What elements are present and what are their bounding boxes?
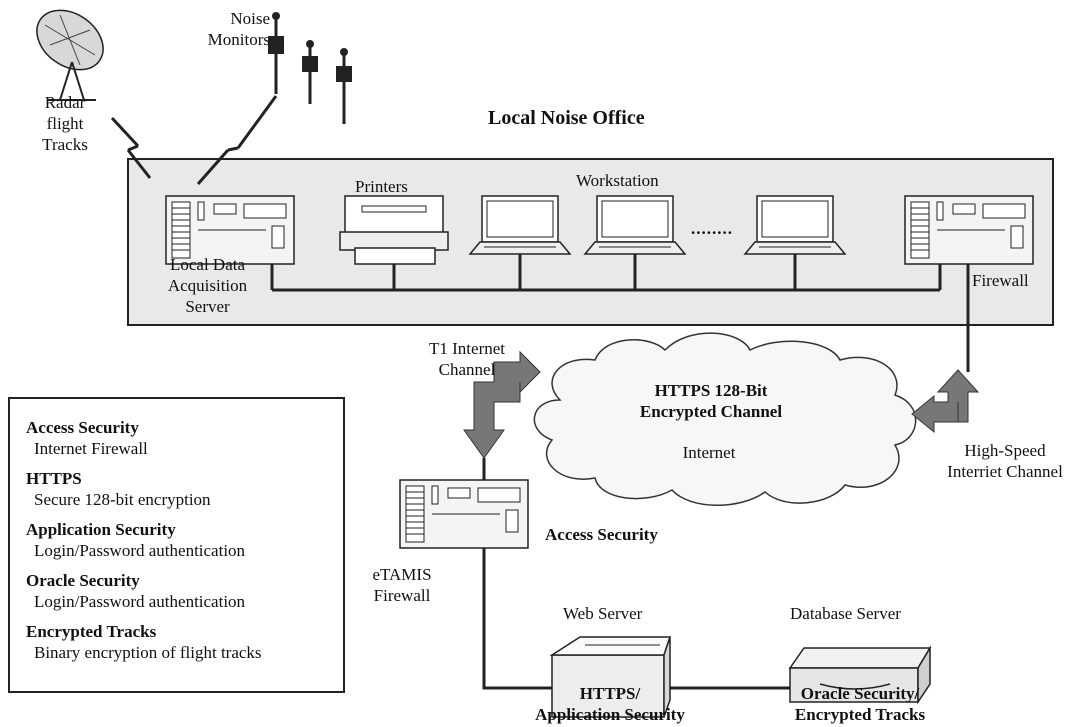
internet-label: Internet bbox=[682, 443, 736, 462]
legend-heading: HTTPS bbox=[26, 469, 82, 488]
noise-monitors-label: Noise Monitors bbox=[207, 9, 270, 49]
noise-monitor-icon bbox=[268, 12, 284, 94]
printers-label: Printers bbox=[355, 177, 408, 196]
legend-detail: Secure 128-bit encryption bbox=[34, 490, 211, 509]
workstation-laptop-icon bbox=[469, 195, 571, 255]
legend-detail: Login/Password authentication bbox=[34, 592, 246, 611]
legend-heading: Access Security bbox=[26, 418, 139, 437]
t1-channel-arrow-icon bbox=[463, 350, 541, 459]
legend-entry: Access Security Internet Firewall bbox=[26, 417, 343, 459]
printer-icon bbox=[339, 195, 449, 265]
web-server-label: Web Server bbox=[563, 604, 643, 623]
t1-channel-label: T1 Internet Channel bbox=[429, 339, 505, 379]
cloud-title: HTTPS 128-Bit Encrypted Channel bbox=[639, 381, 783, 421]
legend-heading: Application Security bbox=[26, 520, 176, 539]
workstation-laptop-icon bbox=[744, 195, 846, 255]
legend-entry: Application Security Login/Password auth… bbox=[26, 519, 343, 561]
legend-detail: Login/Password authentication bbox=[34, 541, 246, 560]
noise-monitor-link-line bbox=[196, 95, 278, 185]
radar-label: Radar flight Tracks bbox=[42, 93, 88, 154]
workstation-laptop-icon bbox=[584, 195, 686, 255]
workstation-ellipsis: ........ bbox=[691, 219, 733, 238]
database-server-label: Database Server bbox=[790, 604, 901, 623]
legend-detail: Binary encryption of flight tracks bbox=[34, 643, 262, 662]
access-security-label: Access Security bbox=[545, 525, 658, 544]
security-legend-box: Access Security Internet Firewall HTTPS … bbox=[8, 397, 345, 693]
high-speed-label: High-Speed Interriet Channel bbox=[947, 441, 1063, 481]
radar-dish-icon bbox=[36, 9, 104, 101]
access-security-server-icon bbox=[399, 479, 529, 549]
legend-heading: Encrypted Tracks bbox=[26, 622, 157, 641]
access-to-web-link-line bbox=[482, 548, 560, 690]
web-server-caption: HTTPS/ Application Security bbox=[535, 684, 685, 724]
workstation-label: Workstation bbox=[576, 171, 659, 190]
firewall-server-icon bbox=[904, 195, 1034, 265]
firewall-label: Firewall bbox=[972, 271, 1029, 290]
legend-detail: Internet Firewall bbox=[34, 439, 148, 458]
legend-heading: Oracle Security bbox=[26, 571, 140, 590]
database-server-caption: Oracle Security/ Encrypted Tracks bbox=[794, 684, 926, 724]
high-speed-channel-arrow-icon bbox=[911, 369, 980, 434]
noise-monitor-icon bbox=[302, 40, 318, 104]
web-server-icon bbox=[549, 636, 672, 718]
legend-entry: HTTPS Secure 128-bit encryption bbox=[26, 468, 343, 510]
database-server-icon bbox=[788, 645, 932, 705]
legend-entry: Oracle Security Login/Password authentic… bbox=[26, 570, 343, 612]
internet-cloud-icon bbox=[533, 332, 917, 506]
lan-bus-line bbox=[270, 254, 942, 292]
legend-entry: Encrypted Tracks Binary encryption of fl… bbox=[26, 621, 343, 663]
local-server-label: Local Data Acquisition Server bbox=[167, 255, 248, 316]
radar-link-line bbox=[110, 116, 152, 179]
noise-monitor-icon bbox=[336, 48, 352, 124]
office-title: Local Noise Office bbox=[488, 107, 645, 129]
etamis-firewall-label: eTAMIS Firewall bbox=[372, 565, 432, 605]
